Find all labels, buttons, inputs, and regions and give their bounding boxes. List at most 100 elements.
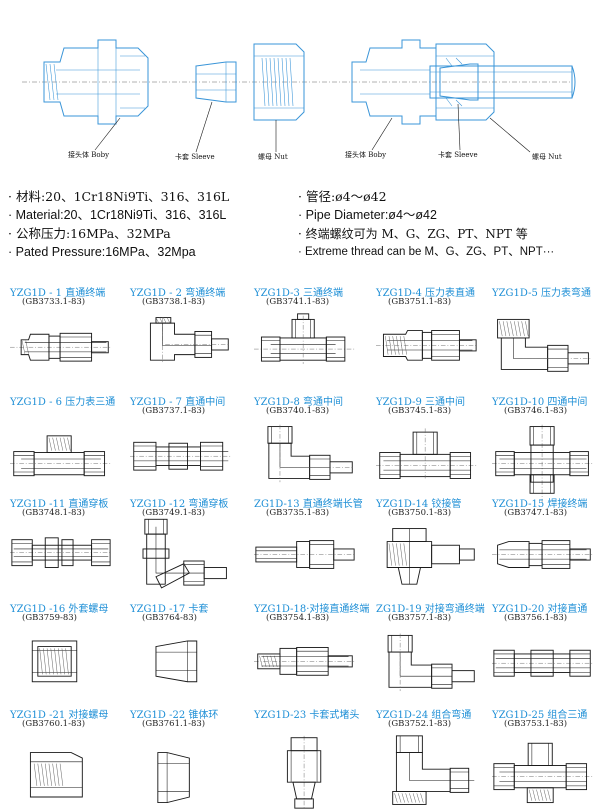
weld-terminal-icon (492, 540, 594, 569)
fitting-standard: (GB3752.1-83) (388, 719, 452, 729)
fitting-name: YZG1D-8 弯通中间 (254, 397, 344, 408)
fitting-name: YZG1D-18·对接直通终端 (254, 604, 370, 615)
fitting-card: YZG1D - 1 直通终端(GB3733.1-83) (4, 284, 120, 387)
fitting-standard: (GB3748.1-83) (22, 508, 86, 518)
elbow-bulkhead-icon (142, 518, 227, 589)
fitting-card: YZG1D -11 直通穿板(GB3748.1-83) (4, 495, 120, 598)
nut-part-drawing (253, 43, 305, 121)
fitting-card: YZG1D-5 压力表弯通 (486, 284, 602, 387)
fitting-name: YZG1D - 6 压力表三通 (10, 397, 116, 408)
fitting-name: ZG1D-13 直通终端长管 (254, 499, 363, 510)
assembled-fitting-drawing (351, 39, 576, 125)
fitting-name: YZG1D-3 三通终端 (254, 288, 344, 299)
nut-icon (31, 640, 78, 683)
spec-thread-cn: · 终端螺纹可为 M、G、ZG、PT、NPT 等 (298, 227, 528, 241)
plug-icon (286, 735, 322, 810)
straight-union-icon (130, 441, 232, 471)
fitting-standard: (GB3747.1-83) (504, 508, 568, 518)
sleeve-part-drawing (195, 61, 237, 103)
fitting-standard: (GB3738.1-83) (142, 297, 206, 307)
fitting-card: YZG1D-20 对接直通(GB3756.1-83) (486, 600, 602, 703)
fitting-card: ZG1D-13 直通终端长管(GB3735.1-83) (248, 495, 364, 598)
fitting-standard: (GB3740.1-83) (266, 406, 330, 416)
spec-diameter-cn: · 管径:ø4～ø42 (298, 189, 387, 204)
fitting-standard: (GB3746.1-83) (504, 406, 568, 416)
cross-union-icon (492, 424, 594, 503)
fitting-name: YZG1D - 1 直通终端 (10, 288, 106, 299)
fitting-name: ZG1D-19 对接弯通终端 (376, 604, 485, 615)
fitting-card: YZG1D-25 组合三通(GB3753.1-83) (486, 706, 602, 809)
fitting-standard: (GB3756.1-83) (504, 613, 568, 623)
fitting-card: YZG1D - 6 压力表三通 (4, 393, 120, 496)
spec-pressure-en: · Pated Pressure:16MPa、32Mpa (8, 245, 196, 259)
long-terminal-icon (254, 540, 356, 569)
fitting-name: YZG1D-9 三通中间 (376, 397, 466, 408)
fitting-standard: (GB3760.1-83) (22, 719, 86, 729)
butt-elbow-icon (387, 633, 475, 692)
fitting-card: YZG1D -17 卡套(GB3764-83) (124, 600, 240, 703)
combo-tee-icon (492, 742, 594, 804)
fitting-card: YZG1D -21 对接螺母(GB3760.1-83) (4, 706, 120, 809)
tee-union-icon (376, 428, 478, 479)
fitting-standard: (GB3745.1-83) (388, 406, 452, 416)
fitting-name: YZG1D-24 组合弯通 (376, 710, 472, 721)
sleeve-icon (155, 640, 198, 683)
fitting-standard: (GB3737.1-83) (142, 406, 206, 416)
elbow-union-icon (267, 424, 355, 483)
fitting-standard: (GB3761.1-83) (142, 719, 206, 729)
fitting-card: YZG1D-9 三通中间(GB3745.1-83) (370, 393, 486, 496)
gauge-tee-icon (10, 435, 111, 477)
fitting-card: YZG1D-14 铰接管(GB3750.1-83) (370, 495, 486, 598)
fitting-name: YZG1D -21 对接螺母 (10, 710, 109, 721)
label-sleeve: 卡套 Sleeve (175, 153, 215, 161)
assembly-drawing (22, 39, 576, 153)
spec-diameter-en: · Pipe Diameter:ø4～ø42 (298, 208, 437, 222)
fitting-name: YZG1D -16 外套螺母 (10, 604, 109, 615)
fitting-card: ZG1D-19 对接弯通终端(GB3757.1-83) (370, 600, 486, 703)
fitting-card: YZG1D - 7 直通中间(GB3737.1-83) (124, 393, 240, 496)
fitting-standard: (GB3749.1-83) (142, 508, 206, 518)
fitting-name: YZG1D-14 铰接管 (376, 499, 462, 510)
fitting-standard: (GB3750.1-83) (388, 508, 452, 518)
fitting-name: YZG1D-10 四通中间 (492, 397, 588, 408)
straight-terminal-icon (10, 332, 111, 362)
fitting-name: YZG1D -17 卡套 (130, 604, 209, 615)
fitting-card: YZG1D-8 弯通中间(GB3740.1-83) (248, 393, 364, 496)
fitting-standard: (GB3753.1-83) (504, 719, 568, 729)
fitting-standard: (GB3741.1-83) (266, 297, 330, 307)
gauge-straight-icon (376, 330, 477, 361)
butt-union-icon (492, 649, 594, 677)
fitting-standard: (GB3754.1-83) (266, 613, 330, 623)
fitting-name: YZG1D-20 对接直通 (492, 604, 588, 615)
fitting-name: YZG1D-4 压力表直通 (376, 288, 476, 299)
label-sleeve-assembled: 卡套 Sleeve (438, 151, 478, 159)
fitting-standard: (GB3733.1-83) (22, 297, 86, 307)
fitting-card: YZG1D - 2 弯通终端(GB3738.1-83) (124, 284, 240, 387)
fitting-standard: (GB3759-83) (22, 613, 77, 623)
gauge-elbow-icon (497, 318, 591, 372)
fitting-card: YZG1D-24 组合弯通(GB3752.1-83) (370, 706, 486, 809)
spec-material-en: · Material:20、1Cr18Ni9Ti、316、316L (8, 208, 227, 222)
fitting-card: YZG1D-15 焊接终端(GB3747.1-83) (486, 495, 602, 598)
fitting-card: YZG1D-18·对接直通终端(GB3754.1-83) (248, 600, 369, 703)
label-body: 接头体 Boby (68, 151, 110, 159)
straight-bulkhead-icon (10, 537, 112, 568)
banjo-icon (386, 528, 475, 585)
fitting-card: YZG1D-4 压力表直通(GB3751.1-83) (370, 284, 486, 387)
fitting-name: YZG1D - 7 直通中间 (130, 397, 226, 408)
fitting-card: YZG1D-10 四通中间(GB3746.1-83) (486, 393, 602, 503)
spec-material-cn: · 材料:20、1Cr18Ni9Ti、316、316L (8, 189, 230, 204)
tee-terminal-icon (254, 313, 355, 364)
fitting-name: YZG1D - 2 弯通终端 (130, 288, 226, 299)
spec-thread-en: · Extreme thread can be M、G、ZG、PT、NPT··· (298, 246, 555, 258)
label-nut: 螺母 Nut (258, 153, 288, 161)
fitting-card: YZG1D -12 弯通穿板(GB3749.1-83) (124, 495, 240, 598)
butt-nut-icon (29, 752, 83, 798)
fitting-name: YZG1D -12 弯通穿板 (130, 499, 229, 510)
fitting-card: YZG1D -16 外套螺母(GB3759-83) (4, 600, 120, 703)
fitting-card: YZG1D-23 卡套式堵头 (248, 706, 364, 810)
body-part-drawing (43, 39, 149, 125)
fitting-standard: (GB3735.1-83) (266, 508, 330, 518)
combo-elbow-icon (392, 735, 475, 805)
fitting-name: YZG1D-23 卡套式堵头 (254, 710, 360, 721)
